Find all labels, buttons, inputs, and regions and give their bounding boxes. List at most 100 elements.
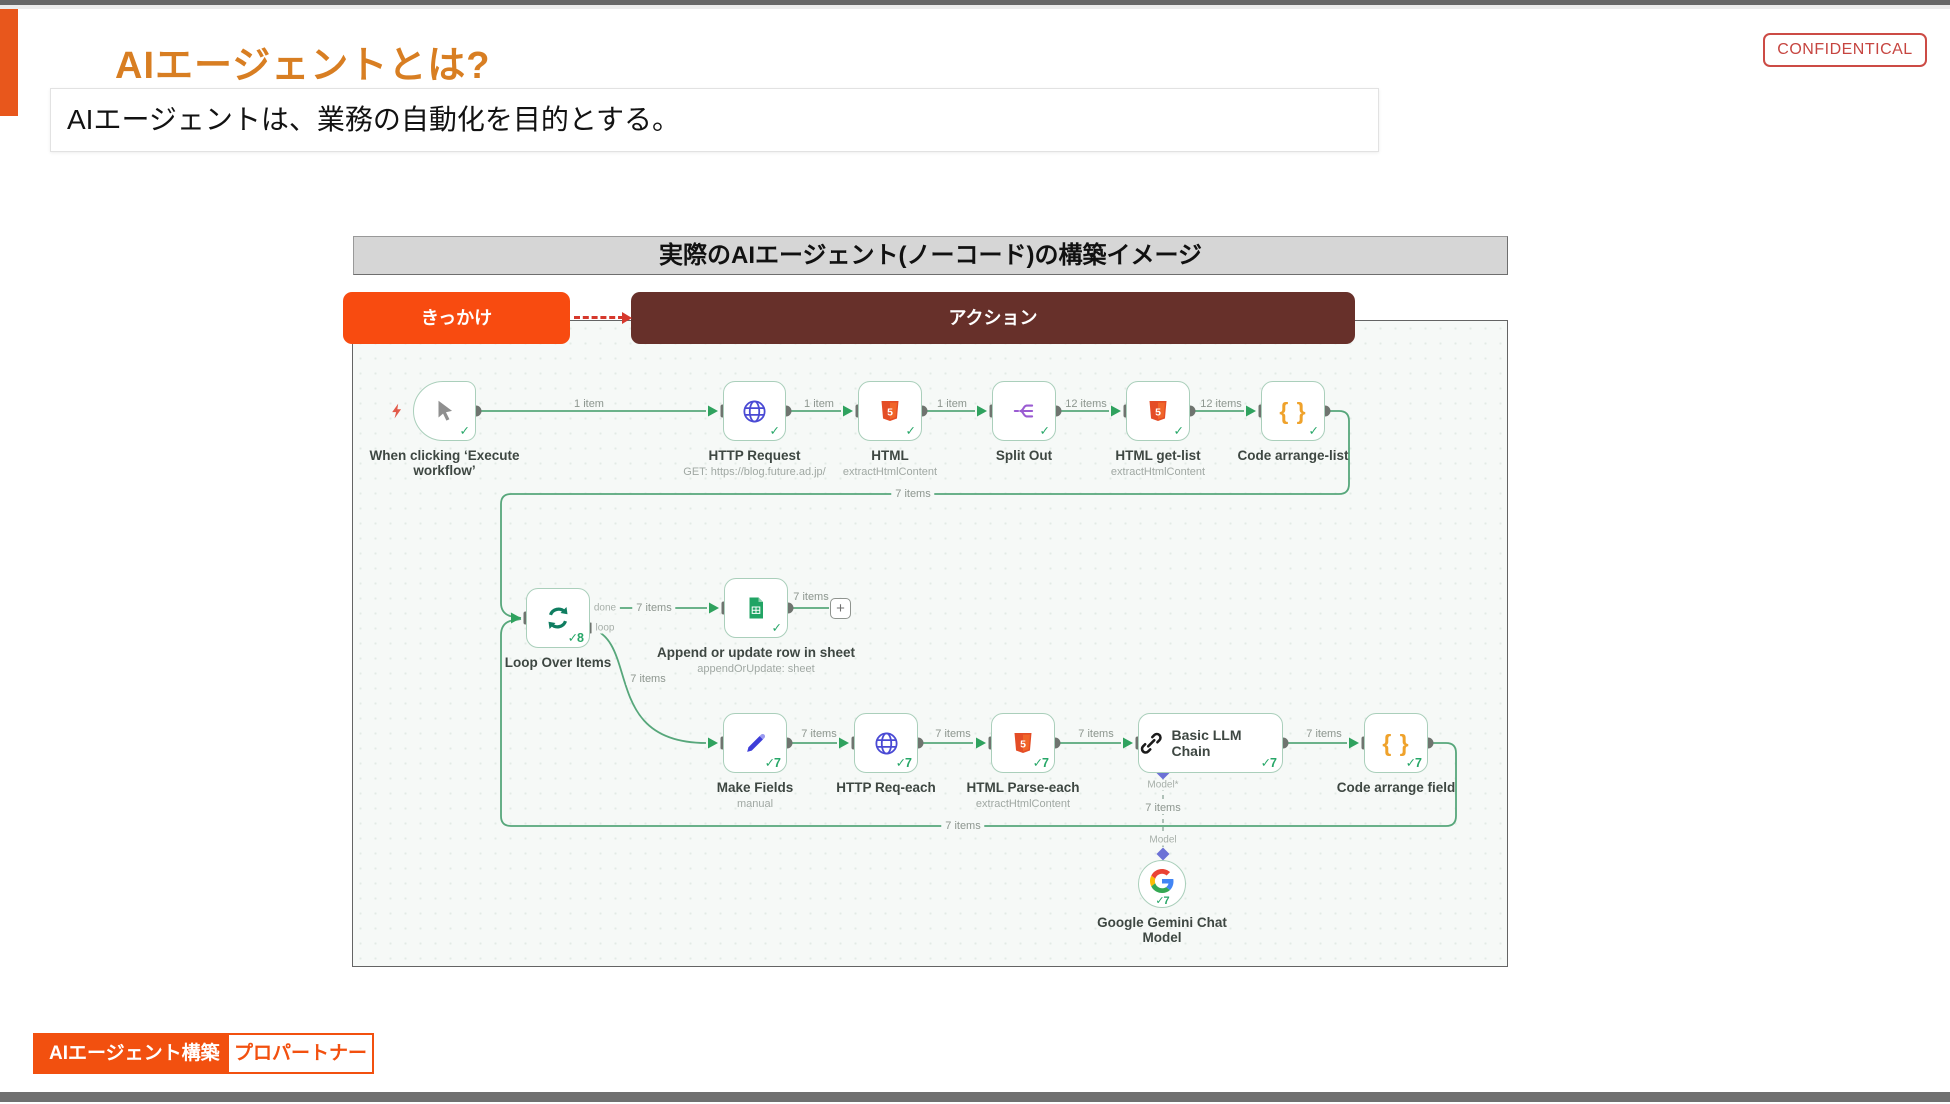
edge-label: 7 items (801, 728, 837, 740)
braces-icon: { } (1382, 729, 1410, 756)
edge-label: 1 item (937, 398, 967, 410)
confidential-badge: CONFIDENTICAL (1763, 33, 1927, 67)
node-label: Basic LLM Chain (1171, 727, 1242, 759)
sheets-icon (749, 597, 763, 619)
edge-label: 7 items (632, 602, 676, 614)
trigger-button[interactable]: きっかけ (343, 292, 570, 344)
loop-icon (548, 607, 568, 629)
edge-label: 1 item (804, 398, 834, 410)
plus-button[interactable]: + (830, 598, 851, 619)
execution-badge: ✓7 (764, 756, 781, 770)
node-label: HTML Parse-each (966, 780, 1080, 795)
trigger-to-action-arrow (574, 312, 632, 324)
node-label: HTML get-list (1115, 448, 1201, 463)
svg-text:5: 5 (887, 407, 893, 419)
port-label-model-req: Model* (1143, 779, 1183, 791)
edge-label: 7 items (626, 673, 670, 685)
page-title: AIエージェントとは? (115, 45, 491, 87)
top-window-strip (0, 0, 1950, 9)
execution-badge: ✓7 (1155, 895, 1169, 907)
edge-label: 7 items (891, 488, 935, 500)
svg-text:5: 5 (1155, 407, 1161, 419)
port-label-loop: loop (591, 622, 619, 634)
workflow-node-make-fields[interactable]: ✓7 Make Fields manual (717, 713, 793, 810)
footer-partner-chip[interactable]: プロパートナー (227, 1033, 374, 1074)
port-label-done: done (589, 602, 621, 614)
node-label: Code arrange field (1336, 780, 1456, 795)
node-label: HTTP Req-each (836, 780, 936, 795)
lightning-icon (389, 399, 406, 428)
subtitle-box: AIエージェントは、業務の自動化を目的とする。 (50, 88, 1379, 152)
html5-icon: 5 (881, 401, 899, 421)
execution-badge: ✓7 (1032, 756, 1049, 770)
execution-badge: ✓ (1173, 424, 1185, 438)
edge-label: 1 item (574, 398, 604, 410)
edge-label: 7 items (935, 728, 971, 740)
action-button[interactable]: アクション (631, 292, 1355, 344)
node-sublabel: GET: https://blog.future.ad.jp/ (683, 466, 826, 478)
footer-brand-chip[interactable]: AIエージェント構築 (33, 1033, 236, 1074)
node-label: Loop Over Items (504, 655, 612, 670)
workflow-node-code-arrange-field[interactable]: { } ✓7 Code arrange field (1337, 713, 1455, 795)
html5-icon: 5 (1014, 733, 1032, 753)
node-label: Make Fields (716, 780, 794, 795)
workflow-node-code-arrange-list[interactable]: { } ✓ Code arrange-list (1237, 381, 1349, 463)
execution-badge: ✓7 (895, 756, 912, 770)
node-label: HTML (871, 448, 909, 463)
workflow-node-google-sheets[interactable]: ✓ Append or update row in sheet appendOrU… (657, 578, 855, 675)
node-label: Google Gemini Chat Model (1097, 915, 1227, 945)
workflow-node-basic-llm-chain[interactable]: Basic LLM Chain ✓7 (1138, 713, 1283, 773)
html5-icon: 5 (1149, 401, 1167, 421)
node-sublabel: manual (736, 798, 774, 810)
edge-label: 12 items (1065, 398, 1107, 410)
execution-badge: ✓ (459, 424, 471, 438)
edge-label: 7 items (793, 591, 829, 603)
node-label: HTTP Request (708, 448, 801, 463)
workflow-canvas: 1 item 1 item 1 item 12 items 12 items 7… (352, 320, 1508, 967)
execution-badge: ✓ (771, 621, 783, 635)
accent-bar (0, 9, 18, 116)
braces-icon: { } (1279, 397, 1307, 424)
globe-icon (743, 399, 766, 423)
edge-label: 7 items (1141, 802, 1185, 814)
workflow-node-manual-trigger[interactable]: ✓ When clicking ‘Execute workflow’ (369, 381, 520, 478)
edge-label: 7 items (1078, 728, 1114, 740)
node-label: Append or update row in sheet (656, 645, 855, 660)
cursor-icon (438, 400, 452, 421)
execution-badge: ✓7 (1405, 756, 1422, 770)
workflow-node-html-parse-each[interactable]: 5 ✓7 HTML Parse-each extractHtmlContent (966, 713, 1080, 810)
edge-label: 7 items (941, 820, 985, 832)
node-sublabel: appendOrUpdate: sheet (697, 663, 815, 675)
workflow-node-html[interactable]: 5 ✓ HTML extractHtmlContent (843, 381, 937, 478)
bottom-window-strip (0, 1092, 1950, 1102)
node-label: When clicking ‘Execute workflow’ (369, 448, 520, 478)
edge-label: 12 items (1200, 398, 1242, 410)
workflow-node-loop-over-items[interactable]: ✓8 Loop Over Items (505, 588, 611, 670)
node-sublabel: extractHtmlContent (1110, 466, 1206, 478)
edge-label: 7 items (1306, 728, 1342, 740)
node-sublabel: extractHtmlContent (975, 798, 1071, 810)
port-label-model: Model (1145, 834, 1181, 846)
node-label: Split Out (995, 448, 1053, 463)
execution-badge: ✓ (905, 424, 917, 438)
node-sublabel: extractHtmlContent (842, 466, 938, 478)
execution-badge: ✓ (769, 424, 781, 438)
execution-badge: ✓ (1308, 424, 1320, 438)
workflow-node-http-req-each[interactable]: ✓7 HTTP Req-each (836, 713, 936, 795)
workflow-wires (470, 404, 1457, 861)
diagram-header: 実際のAIエージェント(ノーコード)の構築イメージ (353, 236, 1508, 275)
pencil-icon (746, 733, 765, 752)
workflow-node-html-get-list[interactable]: 5 ✓ HTML get-list extractHtmlContent (1111, 381, 1205, 478)
chain-icon (1140, 732, 1162, 754)
google-g-icon (1150, 869, 1174, 893)
execution-badge: ✓ (1039, 424, 1051, 438)
workflow-node-split-out[interactable]: ✓ Split Out (992, 381, 1056, 463)
execution-badge: ✓7 (1260, 756, 1277, 770)
workflow-node-google-gemini-chat-model[interactable]: ✓7 Google Gemini Chat Model (1097, 860, 1227, 945)
globe-icon (874, 731, 898, 755)
subtitle-text: AIエージェントは、業務の自動化を目的とする。 (67, 104, 681, 135)
split-icon (1013, 404, 1034, 418)
execution-badge: ✓8 (567, 631, 584, 645)
